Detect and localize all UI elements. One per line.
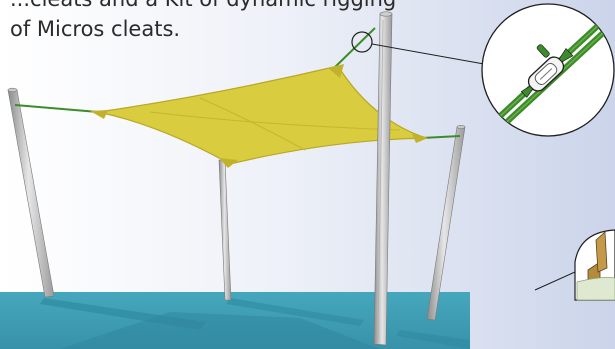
sail-corner-patch — [328, 64, 344, 78]
sail-seam — [149, 111, 401, 131]
ground-inset-callout — [574, 229, 615, 301]
sail-corner-patch — [90, 110, 108, 119]
caption-line-1: ...cleats and a Kit of dynamic rigging — [10, 0, 396, 11]
shade-sail — [90, 64, 428, 168]
pole-right-back — [426, 125, 466, 321]
rigging-ropes — [14, 27, 461, 139]
callout-leader-line — [371, 43, 485, 65]
sail-corner-patch — [219, 158, 238, 168]
rope-top-right — [331, 27, 376, 71]
rope-right — [421, 135, 461, 139]
cleat-hook-icon — [536, 44, 550, 58]
caption-line-2: of Micros cleats. — [10, 17, 180, 41]
sail-shadow — [60, 312, 380, 349]
pole-left — [7, 87, 55, 298]
rope-left — [14, 104, 99, 113]
micros-cleat-icon — [520, 47, 574, 98]
callout-ring-icon — [351, 31, 373, 53]
pole-shadow — [226, 298, 364, 326]
pole-shadow — [396, 330, 470, 349]
sail-corner-patch — [412, 134, 428, 143]
pole-front — [373, 11, 393, 346]
